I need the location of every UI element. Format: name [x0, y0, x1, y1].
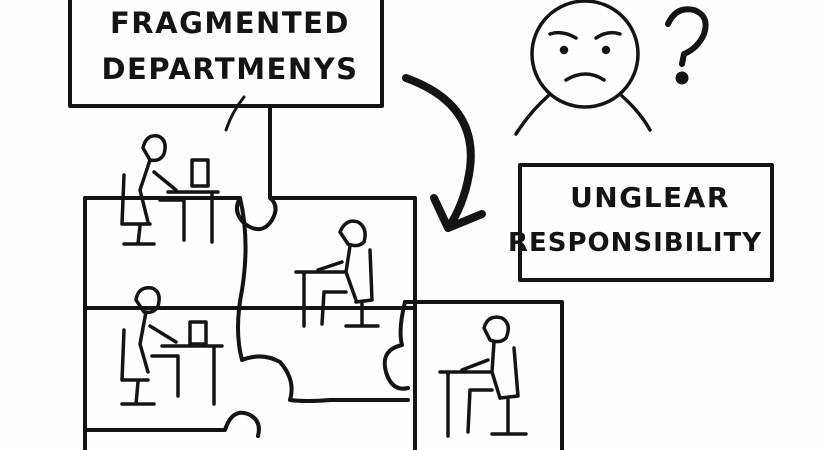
- fragmented-departments-line2: DEPARTMENYS: [101, 52, 359, 86]
- fragmented-departments-box: [68, 0, 384, 108]
- box-tick-mark: [224, 95, 246, 132]
- office-worker-icon: [120, 134, 220, 246]
- curved-arrow-icon: [402, 74, 486, 232]
- question-mark-icon: [665, 6, 709, 85]
- unclear-responsibility-line1: UNGLEAR: [570, 181, 730, 214]
- office-worker-icon: [120, 286, 224, 406]
- office-worker-icon: [294, 219, 380, 328]
- sad-face-icon: [514, 0, 652, 136]
- office-worker-icon: [438, 315, 528, 438]
- unclear-responsibility-box: [518, 163, 774, 282]
- unclear-responsibility-line2: RESPONSIBILITY: [507, 228, 763, 258]
- puzzle-pieces-icon: [83, 196, 564, 450]
- fragmented-departments-line1: FRAGMENTED: [110, 6, 350, 40]
